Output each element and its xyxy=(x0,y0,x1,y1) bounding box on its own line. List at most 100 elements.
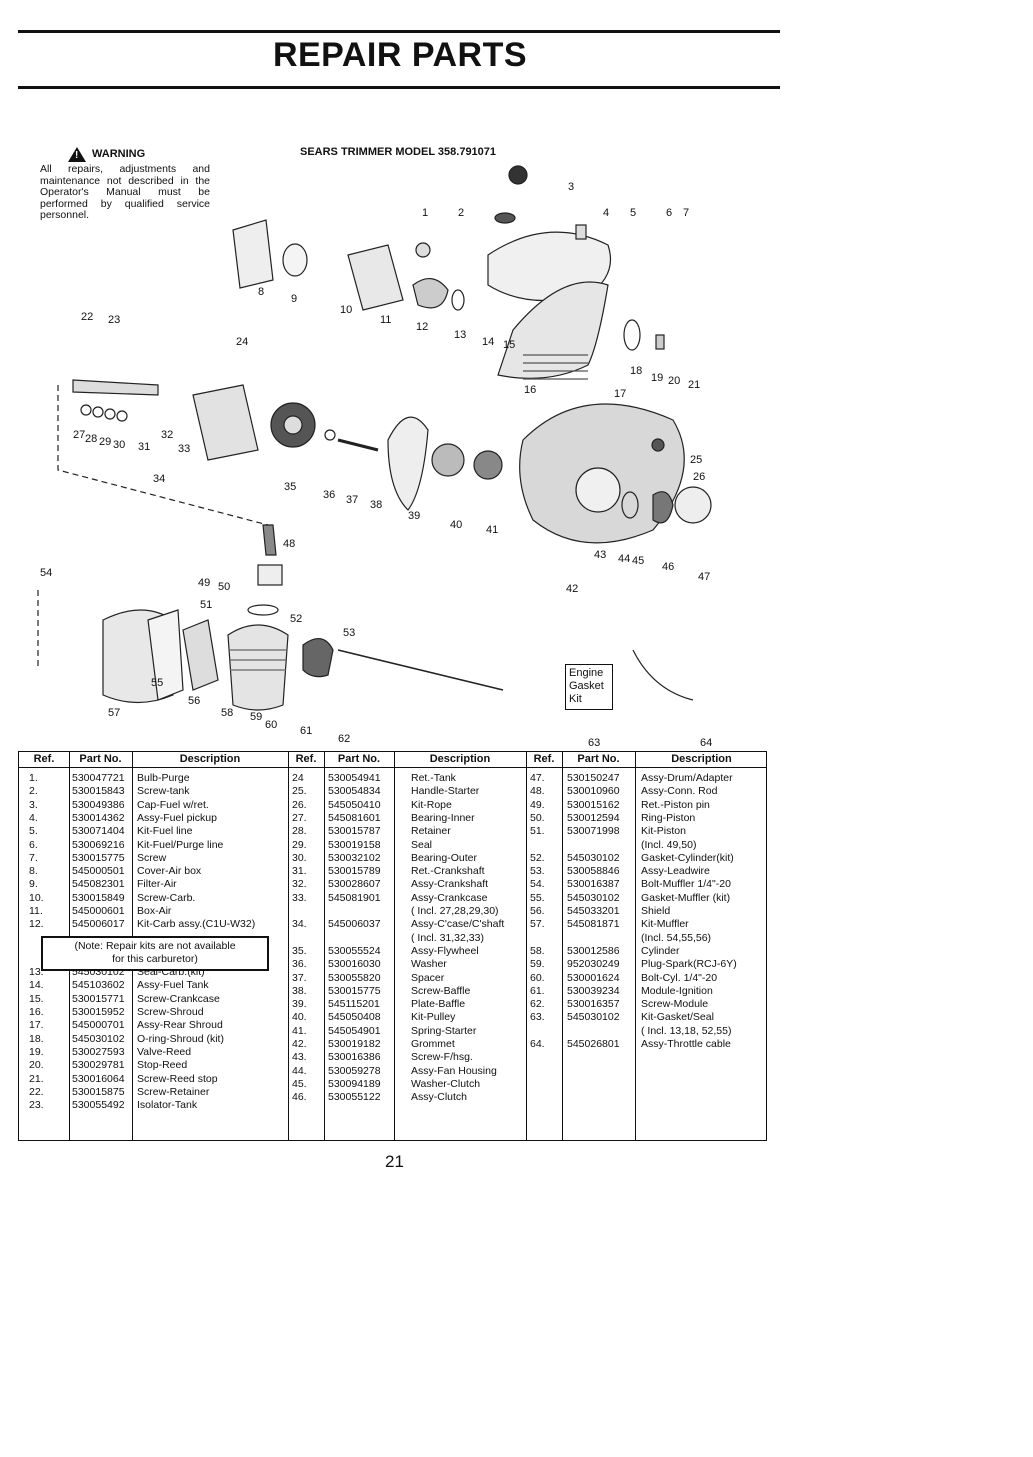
parts-ref-cell: 10. xyxy=(29,891,44,904)
callout-28: 28 xyxy=(85,433,97,445)
parts-part-cell: 545082301 xyxy=(72,878,125,891)
callout-54: 54 xyxy=(40,567,52,579)
callout-22: 22 xyxy=(81,311,93,323)
diagram-parts xyxy=(37,165,712,711)
parts-ref-cell: 49. xyxy=(530,798,545,811)
parts-ref-cell: 56. xyxy=(530,905,545,917)
callout-43: 43 xyxy=(594,549,606,561)
parts-part-cell: 545081901 xyxy=(328,891,381,904)
parts-desc-cell: Kit-Gasket/Seal xyxy=(641,1011,714,1024)
parts-desc-cell: Handle-Starter xyxy=(411,785,480,798)
warning-heading-text: WARNING xyxy=(92,147,146,160)
parts-desc-cell: Assy-Fan Housing xyxy=(411,1064,497,1077)
parts-desc-cell: Valve-Reed xyxy=(137,1045,192,1058)
parts-ref-cell: 4. xyxy=(29,811,38,824)
parts-ref-cell: 44. xyxy=(292,1064,307,1077)
parts-desc-cell: Kit-Fuel line xyxy=(137,825,193,838)
parts-part-cell: 545103602 xyxy=(72,979,125,992)
header-part-2: Part No. xyxy=(337,753,381,765)
parts-ref-cell: 7. xyxy=(29,851,38,864)
parts-desc-cell: Assy-Drum/Adapter xyxy=(641,772,733,784)
parts-desc-cell: Assy-Fuel pickup xyxy=(137,811,217,824)
parts-desc-cell: Bulb-Purge xyxy=(137,772,190,784)
parts-ref-cell: 11. xyxy=(29,905,43,917)
parts-ref-cell: 15. xyxy=(29,992,44,1005)
parts-part-cell: 530016357 xyxy=(567,998,620,1011)
parts-desc-cell: Bolt-Cyl. 1/4"-20 xyxy=(641,971,718,984)
parts-part-cell: 530010960 xyxy=(567,785,620,798)
parts-ref-cell: 8. xyxy=(29,865,38,878)
parts-desc-cell: Spacer xyxy=(411,971,445,984)
parts-desc-cell: Grommet xyxy=(411,1038,455,1050)
callout-5: 5 xyxy=(630,207,636,219)
parts-desc-cell: Screw-Module xyxy=(641,998,709,1011)
parts-desc-cell: Screw-Baffle xyxy=(411,984,471,997)
parts-part-cell: 530015787 xyxy=(328,825,381,838)
parts-desc-cell: Screw xyxy=(137,851,167,864)
parts-desc-cell: Assy-Rear Shroud xyxy=(137,1019,223,1032)
parts-part-cell: 530016387 xyxy=(567,878,620,891)
header-desc-1: Description xyxy=(179,753,241,765)
engine-gasket-kit-label: Engine Gasket Kit xyxy=(565,664,613,710)
parts-ref-cell: 35. xyxy=(292,944,307,957)
parts-part-cell: 530047721 xyxy=(72,772,125,784)
parts-desc-cell: Kit-Piston xyxy=(641,825,686,838)
callout-1: 1 xyxy=(422,207,428,219)
callout-20: 20 xyxy=(668,375,680,387)
parts-ref-cell: 18. xyxy=(29,1032,44,1045)
parts-ref-cell: 55. xyxy=(530,891,545,904)
parts-part-cell: 545050410 xyxy=(328,798,381,811)
callout-26: 26 xyxy=(693,471,705,483)
parts-desc-cell: Assy-Clutch xyxy=(411,1091,468,1104)
title-underline-rule xyxy=(18,86,780,89)
parts-ref-cell: 34. xyxy=(292,918,307,931)
parts-ref-cell: 2. xyxy=(29,785,38,798)
warning-block: ! WARNING All repairs, adjustments and m… xyxy=(40,147,210,222)
callout-59: 59 xyxy=(250,711,262,723)
parts-ref-cell: 64. xyxy=(530,1038,545,1050)
parts-ref-cell: 29. xyxy=(292,838,307,851)
parts-part-cell: 530055492 xyxy=(72,1099,125,1112)
callout-56: 56 xyxy=(188,695,200,707)
parts-ref-cell: 41. xyxy=(292,1024,307,1037)
parts-ref-cell: 1. xyxy=(29,772,38,784)
parts-desc-cell: Kit-Muffler xyxy=(641,918,689,931)
parts-desc-cell: Gasket-Muffler (kit) xyxy=(641,891,731,904)
parts-part-cell: 530094189 xyxy=(328,1077,381,1090)
parts-ref-cell: 53. xyxy=(530,865,545,878)
callout-18: 18 xyxy=(630,365,642,377)
parts-desc-cell: Kit-Fuel/Purge line xyxy=(137,838,224,851)
parts-part-cell: 545006017 xyxy=(72,918,125,931)
parts-desc-cell: Screw-Retainer xyxy=(137,1085,210,1098)
callout-61: 61 xyxy=(300,725,312,737)
parts-ref-cell: 13. xyxy=(29,966,44,979)
parts-ref-cell: 50. xyxy=(530,811,545,824)
parts-part-cell: 530055524 xyxy=(328,944,381,957)
parts-ref-cell: 17. xyxy=(29,1019,44,1032)
callout-58: 58 xyxy=(221,707,233,719)
callout-17: 17 xyxy=(614,388,626,400)
parts-part-cell: 530015162 xyxy=(567,798,620,811)
parts-ref-cell: 59. xyxy=(530,958,545,971)
parts-ref-cell: 40. xyxy=(292,1011,307,1024)
callout-34: 34 xyxy=(153,473,165,485)
parts-desc-cell: Cylinder xyxy=(641,944,680,957)
parts-part-cell: 530016030 xyxy=(328,958,381,971)
parts-ref-cell: 63. xyxy=(530,1011,545,1024)
parts-part-cell: 545030102 xyxy=(72,1032,125,1045)
parts-part-cell: 530028607 xyxy=(328,878,381,891)
parts-part-cell: 530015775 xyxy=(328,984,381,997)
parts-part-cell: 530015843 xyxy=(72,785,125,798)
parts-ref-cell: 42. xyxy=(292,1038,307,1050)
parts-part-cell: 530015775 xyxy=(72,851,125,864)
parts-desc-cell: Cover-Air box xyxy=(137,865,202,878)
parts-desc-cell: Box-Air xyxy=(137,905,172,917)
callout-41: 41 xyxy=(486,524,498,536)
parts-desc-cell: Module-Ignition xyxy=(641,984,713,997)
callout-9: 9 xyxy=(291,293,297,305)
parts-part-cell: 545115201 xyxy=(328,998,380,1011)
callout-42: 42 xyxy=(566,583,578,595)
exploded-parts-diagram: 1 2 3 4 5 6 7 8 9 10 11 12 13 14 15 16 1… xyxy=(37,165,712,749)
parts-desc-cell: Kit-Rope xyxy=(411,798,452,811)
parts-desc-cell: Plug-Spark(RCJ-6Y) xyxy=(641,958,737,971)
